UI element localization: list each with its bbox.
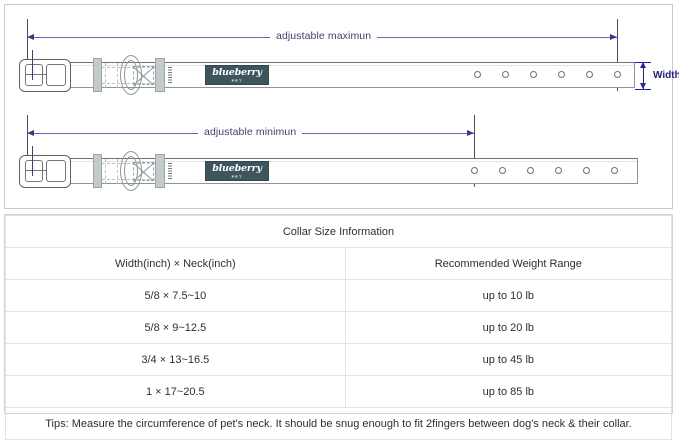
width-arrow-down [639,83,646,89]
buckle-inner-right-max [46,64,66,86]
keeper-right-max [155,58,165,92]
dimension-arrow-right-min [467,129,474,136]
table-tips-row: Tips: Measure the circumference of pet's… [5,407,672,440]
buckle-crossbar-min [25,170,46,172]
strap-hole [474,71,481,78]
webbing-vdash-b-max [117,63,118,88]
webbing-dash-top-min [102,163,155,164]
strap-hole [527,167,534,174]
strap-hole [530,71,537,78]
strap-hole [583,167,590,174]
cell-size: 5/8 × 7.5~10 [5,279,346,312]
logo-patch-min: blueberry PET [205,161,269,181]
webbing-dash-bottom-max [102,83,155,84]
brand-name-max: blueberry [212,66,262,78]
width-tick-top [635,62,651,63]
tips-text: Tips: Measure the circumference of pet's… [5,407,672,440]
stitch-box-min [133,162,154,181]
d-ring-inner-min [124,156,138,186]
collar-diagram-panel: adjustable maximun [4,4,679,209]
header-size-neck: Neck(inch) [183,257,236,270]
table-row: 1 × 17~20.5 up to 85 lb [5,375,673,408]
cell-weight: up to 10 lb [344,279,673,312]
header-size-times: × [173,257,181,270]
strap-hole [586,71,593,78]
size-chart-page: adjustable maximun [4,4,679,440]
brand-sub-max: PET [231,77,243,83]
strap-hole [499,167,506,174]
buckle-tongue-max [32,50,34,80]
webbing-vdash-a-max [105,63,106,88]
width-measure-line [643,63,644,89]
label-adjustable-minimum: adjustable minimun [198,126,303,138]
table-row: 5/8 × 9~12.5 up to 20 lb [5,311,673,344]
dimension-arrow-right-max [610,33,617,40]
cell-weight: up to 45 lb [344,343,673,376]
keeper-left-max [93,58,102,92]
d-ring-inner-max [124,60,138,90]
cell-weight: up to 20 lb [344,311,673,344]
dimension-arrow-left-min [27,129,34,136]
width-tick-bottom [635,89,651,90]
strap-hole [558,71,565,78]
brand-sub-min: PET [231,173,243,179]
collar-size-table: Collar Size Information Width(inch)×Neck… [4,214,673,440]
webbing-vdash-b-min [117,159,118,184]
webbing-vdash-a-min [105,159,106,184]
strap-hole [471,167,478,174]
strap-hole [502,71,509,78]
table-title: Collar Size Information [5,215,672,248]
width-arrow-up [639,62,646,68]
strap-inner-line-max [28,65,634,66]
label-adjustable-maximum: adjustable maximun [270,30,378,42]
buckle-crossbar-max [25,74,46,76]
strap-body-min [27,158,638,184]
label-width: Width [653,70,679,81]
webbing-texture-min [168,163,172,180]
webbing-dash-bottom-min [102,179,155,180]
strap-inner-line-min [28,161,637,162]
header-size: Width(inch)×Neck(inch) [5,247,346,280]
brand-name-min: blueberry [212,162,262,174]
buckle-inner-right-min [46,160,66,182]
buckle-tongue-min [32,146,34,176]
dimension-arrow-left-max [27,33,34,40]
header-weight: Recommended Weight Range [344,247,673,280]
stitch-box-max [133,66,154,85]
webbing-texture-max [168,67,172,84]
extension-line-left-max [27,19,28,61]
cell-size: 5/8 × 9~12.5 [5,311,346,344]
strap-hole [555,167,562,174]
table-title-row: Collar Size Information [5,215,672,248]
strap-hole [614,71,621,78]
collar-diagram-maximum: adjustable maximun [5,5,679,208]
table-row: 3/4 × 13~16.5 up to 45 lb [5,343,673,376]
extension-line-left-min [27,115,28,157]
logo-patch-max: blueberry PET [205,65,269,85]
cell-size: 1 × 17~20.5 [5,375,346,408]
strap-hole [611,167,618,174]
cell-size: 3/4 × 13~16.5 [5,343,346,376]
table-header-row: Width(inch)×Neck(inch) Recommended Weigh… [5,247,673,280]
collar-diagram-minimum: adjustable minimun [5,5,672,208]
extension-line-right-max [617,19,618,91]
header-size-width: Width(inch) [115,257,171,270]
table-row: 5/8 × 7.5~10 up to 10 lb [5,279,673,312]
cell-weight: up to 85 lb [344,375,673,408]
keeper-left-min [93,154,102,188]
keeper-right-min [155,154,165,188]
extension-line-right-min [474,115,475,187]
webbing-dash-top-max [102,67,155,68]
